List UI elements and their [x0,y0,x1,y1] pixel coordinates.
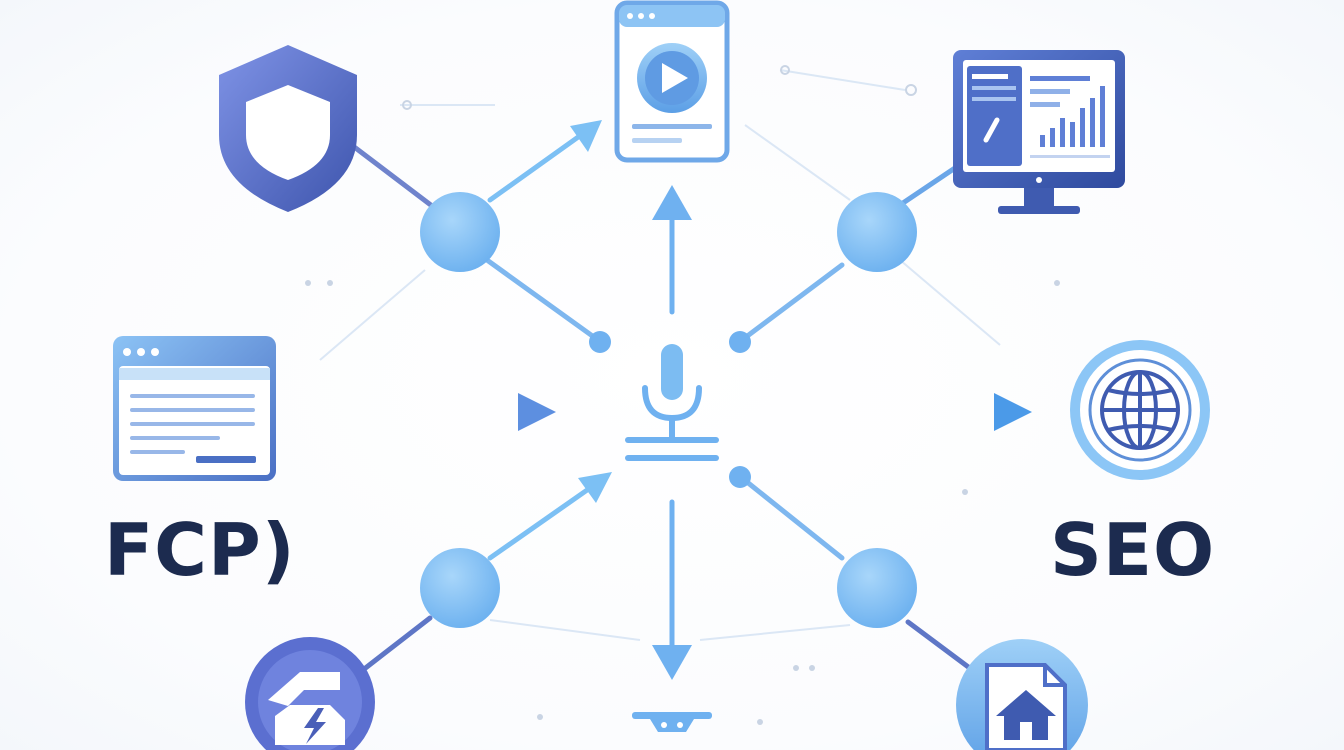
node-top-right [837,192,917,272]
arrow-heads [518,120,1032,680]
connector-lines [313,127,1008,683]
browser-window-icon [113,336,276,481]
decor-dots [305,65,1060,725]
drone-icon [632,712,712,732]
video-player-icon [614,0,730,163]
center-dot-tl [589,331,611,353]
globe-icon [1070,340,1210,480]
home-document-icon [956,639,1088,750]
speed-lightning-icon [245,637,375,750]
seo-label: SEO [1050,508,1216,592]
fcp-label: FCP) [104,508,296,592]
arrowhead-to-video [570,120,602,152]
arrowhead-to-center-bottom [578,472,612,503]
arrowhead-right-left [518,393,556,431]
arrowhead-up [652,185,692,220]
arrowhead-down [652,645,692,680]
node-bottom-left [420,548,500,628]
center-dot-br [729,466,751,488]
node-top-left [420,192,500,272]
node-bottom-right [837,548,917,628]
junction-nodes [420,192,917,628]
shield-icon [219,45,357,212]
analytics-monitor-icon [953,50,1125,214]
arrowhead-right-right [994,393,1032,431]
center-dot-tr [729,331,751,353]
faint-connectors [319,69,1001,641]
microphone-upload-icon [625,344,719,461]
